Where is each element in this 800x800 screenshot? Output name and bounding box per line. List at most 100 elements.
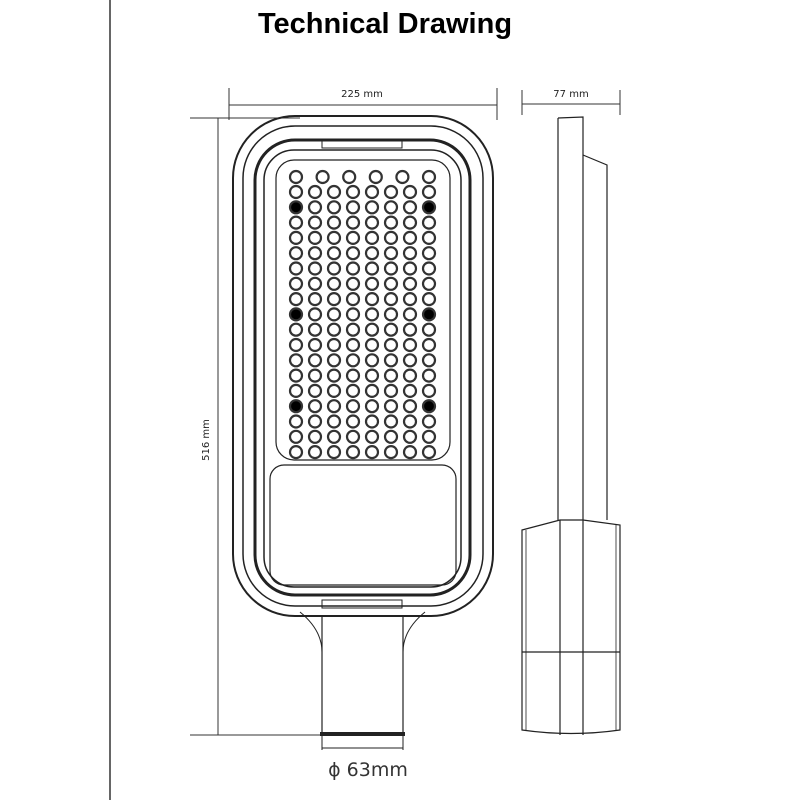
- led: [288, 322, 304, 337]
- led: [288, 246, 304, 261]
- led: [383, 215, 399, 230]
- led: [383, 307, 399, 322]
- led: [383, 383, 399, 398]
- led: [345, 215, 361, 230]
- led: [364, 383, 380, 398]
- led: [421, 292, 437, 307]
- led: [421, 429, 437, 444]
- led: [307, 414, 323, 429]
- led: [402, 276, 418, 291]
- led: [383, 292, 399, 307]
- led: [326, 276, 342, 291]
- led: [383, 322, 399, 337]
- led: [383, 368, 399, 383]
- led: [345, 200, 361, 215]
- led: [421, 169, 437, 185]
- led: [364, 230, 380, 245]
- led: [402, 429, 418, 444]
- led: [364, 322, 380, 337]
- led: [288, 276, 304, 291]
- led: [326, 414, 342, 429]
- led: [383, 246, 399, 261]
- led: [307, 200, 323, 215]
- led: [364, 414, 380, 429]
- led: [307, 383, 323, 398]
- length-label: 516 mm: [201, 419, 212, 461]
- led: [307, 307, 323, 322]
- led: [364, 353, 380, 368]
- led: [288, 215, 304, 230]
- led: [402, 261, 418, 276]
- led: [288, 261, 304, 276]
- led: [402, 383, 418, 398]
- led: [326, 383, 342, 398]
- led: [307, 292, 323, 307]
- led: [364, 246, 380, 261]
- led: [345, 230, 361, 245]
- led: [307, 215, 323, 230]
- led: [307, 353, 323, 368]
- led: [421, 246, 437, 261]
- led: [326, 368, 342, 383]
- led: [364, 292, 380, 307]
- led: [421, 445, 437, 460]
- width-dimension: [228, 88, 498, 120]
- led: [345, 261, 361, 276]
- led: [402, 230, 418, 245]
- led: [307, 246, 323, 261]
- led: [345, 337, 361, 353]
- marked-led: [421, 200, 437, 215]
- led: [288, 368, 304, 383]
- led: [345, 307, 361, 322]
- led: [288, 414, 304, 429]
- led: [345, 368, 361, 383]
- led: [402, 215, 418, 230]
- led: [364, 261, 380, 276]
- pole-diameter-label: ϕ 63mm: [328, 759, 408, 781]
- led: [364, 445, 380, 460]
- led: [383, 414, 399, 429]
- led: [326, 445, 342, 460]
- led: [383, 399, 399, 414]
- led: [345, 292, 361, 307]
- led: [326, 215, 342, 230]
- led: [345, 246, 361, 261]
- led: [307, 445, 323, 460]
- led: [288, 230, 304, 245]
- marked-led: [421, 307, 437, 322]
- led: [307, 261, 323, 276]
- led: [402, 337, 418, 353]
- led: [383, 429, 399, 444]
- led: [383, 276, 399, 291]
- led: [345, 184, 361, 200]
- led: [288, 292, 304, 307]
- led: [421, 353, 437, 368]
- depth-dimension: [521, 90, 621, 115]
- marked-led: [421, 399, 437, 414]
- led: [364, 307, 380, 322]
- led: [421, 383, 437, 398]
- led: [307, 184, 323, 200]
- led: [383, 184, 399, 200]
- led: [288, 353, 304, 368]
- led: [364, 337, 380, 353]
- led: [364, 200, 380, 215]
- led: [345, 322, 361, 337]
- led: [402, 184, 418, 200]
- led: [315, 169, 330, 185]
- led: [326, 184, 342, 200]
- led: [402, 368, 418, 383]
- led: [421, 322, 437, 337]
- led: [326, 307, 342, 322]
- led: [288, 383, 304, 398]
- led: [326, 230, 342, 245]
- led: [421, 184, 437, 200]
- led: [421, 414, 437, 429]
- led: [345, 429, 361, 444]
- front-view: [232, 115, 494, 750]
- width-label: 225 mm: [341, 89, 383, 100]
- led: [326, 322, 342, 337]
- led: [421, 276, 437, 291]
- led: [402, 246, 418, 261]
